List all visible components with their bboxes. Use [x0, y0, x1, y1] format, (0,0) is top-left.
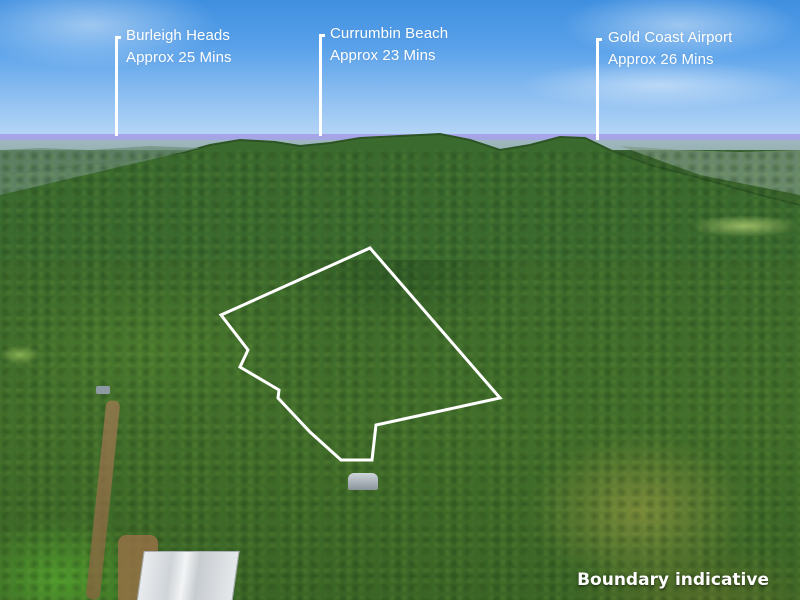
callout-time: Approx 25 Mins	[126, 49, 232, 66]
callout-place: Burleigh Heads	[126, 27, 230, 44]
callout-time: Approx 23 Mins	[330, 47, 436, 64]
callout-tick	[115, 36, 121, 39]
callout-tick	[596, 38, 602, 41]
callout-leader-line	[596, 38, 599, 140]
callout-place: Gold Coast Airport	[608, 29, 733, 46]
building-roof	[96, 386, 110, 394]
house-roof	[348, 473, 378, 490]
cloud	[560, 0, 800, 60]
callout-leader-line	[115, 36, 118, 136]
callout-place: Currumbin Beach	[330, 25, 449, 42]
paddock-clearing	[0, 345, 40, 365]
paddock-clearing	[690, 215, 800, 237]
callout-leader-line	[319, 34, 322, 136]
callout-time: Approx 26 Mins	[608, 51, 714, 68]
cloud	[520, 60, 800, 110]
shed-roof	[136, 551, 240, 600]
canopy-texture	[0, 150, 800, 600]
sky	[0, 0, 800, 140]
callout-tick	[319, 34, 325, 37]
boundary-indicative-caption: Boundary indicative	[577, 570, 769, 590]
